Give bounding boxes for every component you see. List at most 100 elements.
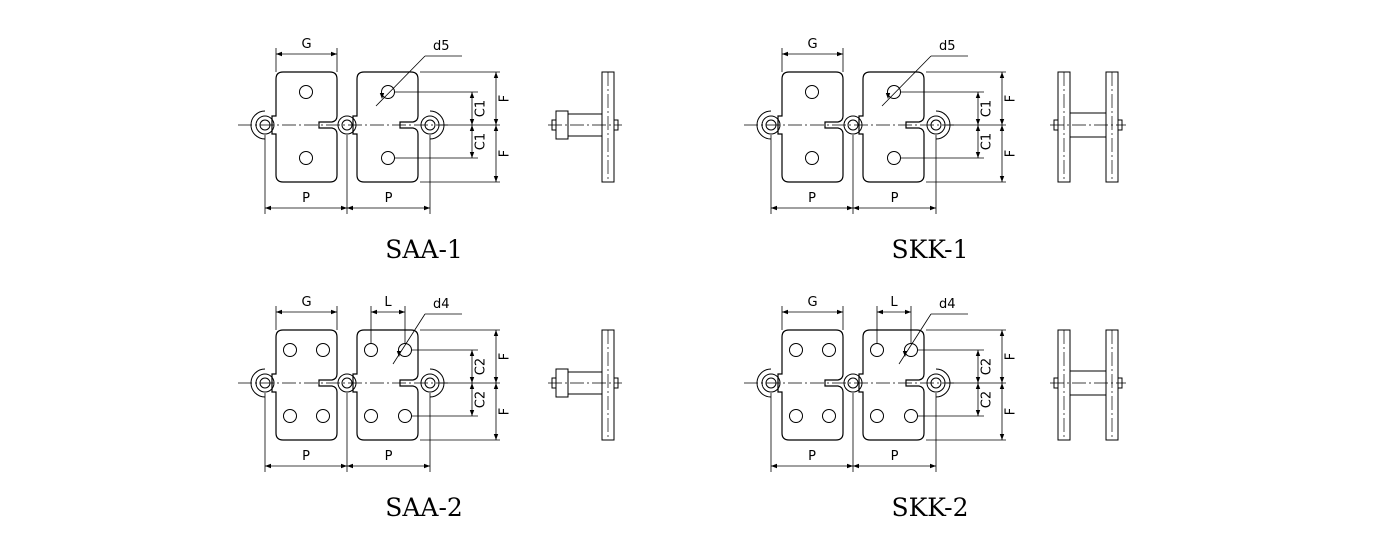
diagram-caption: SAA-1 [385, 235, 463, 264]
arrowhead [424, 463, 430, 469]
dimension-label: G [301, 295, 311, 310]
pin-outer [420, 115, 440, 135]
attachment-hole [822, 343, 836, 357]
arrowhead [341, 463, 347, 469]
pin-inner [930, 377, 942, 389]
arrowhead [975, 119, 981, 125]
arrowhead [347, 463, 353, 469]
pin-inner [341, 377, 353, 389]
arrowhead [396, 351, 402, 357]
dimension-label: P [808, 449, 816, 464]
attachment-hole [364, 409, 378, 423]
attachment-hole [789, 343, 803, 357]
arrowhead [853, 205, 859, 211]
pin-inner [424, 377, 436, 389]
arrowhead [853, 463, 859, 469]
diagram-caption: SKK-2 [891, 493, 968, 522]
arrowhead [999, 377, 1005, 383]
dimension-label: P [302, 449, 310, 464]
dim-f-lower: F [498, 408, 513, 415]
arrowhead [771, 463, 777, 469]
diagram-caption: SAA-2 [385, 493, 463, 522]
arrowhead [837, 51, 843, 57]
dimension-label: P [385, 449, 393, 464]
dim-c-upper: C1 [980, 100, 995, 117]
link-plate [777, 329, 844, 441]
hole-diameter-label: d5 [433, 39, 450, 54]
arrowhead [493, 330, 499, 336]
arrowhead [469, 350, 475, 356]
arrowhead [424, 205, 430, 211]
link-plate [352, 71, 419, 183]
dim-c-lower: C1 [474, 133, 489, 150]
arrowhead [265, 205, 271, 211]
arrowhead [493, 125, 499, 131]
arrowhead [469, 410, 475, 416]
pin-outer [255, 115, 275, 135]
arrowhead [975, 125, 981, 131]
dim-c-lower: C1 [980, 133, 995, 150]
arrowhead [975, 350, 981, 356]
pin-inner [930, 119, 942, 131]
pin-outer [843, 115, 863, 135]
dimension-label: P [302, 191, 310, 206]
dim-f-upper: F [498, 95, 513, 102]
link-plate [858, 329, 925, 441]
arrowhead [469, 125, 475, 131]
attachment-hole [870, 409, 884, 423]
attachment-hole [822, 409, 836, 423]
dim-f-upper: F [1004, 353, 1019, 360]
arrowhead [469, 377, 475, 383]
arrowhead [469, 152, 475, 158]
attachment-hole [805, 151, 819, 165]
pin-outer [843, 373, 863, 393]
arrowhead [930, 205, 936, 211]
link-plate [858, 71, 925, 183]
dim-f-upper: F [1004, 95, 1019, 102]
arrowhead [975, 410, 981, 416]
dim-c-lower: C2 [980, 391, 995, 408]
arrowhead [331, 309, 337, 315]
diagram-caption: SKK-1 [891, 235, 968, 264]
pin-inner [765, 119, 777, 131]
attachment-hole [316, 343, 330, 357]
arrowhead [493, 72, 499, 78]
arrowhead [493, 383, 499, 389]
link-plate [271, 329, 338, 441]
arrowhead [999, 176, 1005, 182]
arrowhead [782, 309, 788, 315]
attachment-hole [299, 151, 313, 165]
arrowhead [331, 51, 337, 57]
attachment-hole [805, 85, 819, 99]
link-plate [352, 329, 419, 441]
arrowhead [999, 330, 1005, 336]
arrowhead [999, 119, 1005, 125]
arrowhead [276, 309, 282, 315]
arrowhead [999, 125, 1005, 131]
arrowhead [999, 383, 1005, 389]
arrowhead [847, 205, 853, 211]
arrowhead [847, 463, 853, 469]
dim-c-lower: C2 [474, 391, 489, 408]
arrowhead [905, 309, 911, 315]
dimension-label: G [301, 37, 311, 52]
arrowhead [930, 463, 936, 469]
dim-c-upper: C2 [474, 358, 489, 375]
hole-leader [898, 313, 932, 365]
arrowhead [493, 377, 499, 383]
dim-c-upper: C1 [474, 100, 489, 117]
pin-inner [847, 377, 859, 389]
pin-outer [926, 373, 946, 393]
arrowhead [399, 309, 405, 315]
link-plate [271, 71, 338, 183]
pin-inner [259, 377, 271, 389]
pin-outer [337, 373, 357, 393]
hole-diameter-label: d4 [433, 297, 450, 312]
dimension-label: L [384, 295, 392, 310]
hole-leader [375, 55, 426, 107]
arrowhead [782, 51, 788, 57]
hole-diameter-label: d5 [939, 39, 956, 54]
